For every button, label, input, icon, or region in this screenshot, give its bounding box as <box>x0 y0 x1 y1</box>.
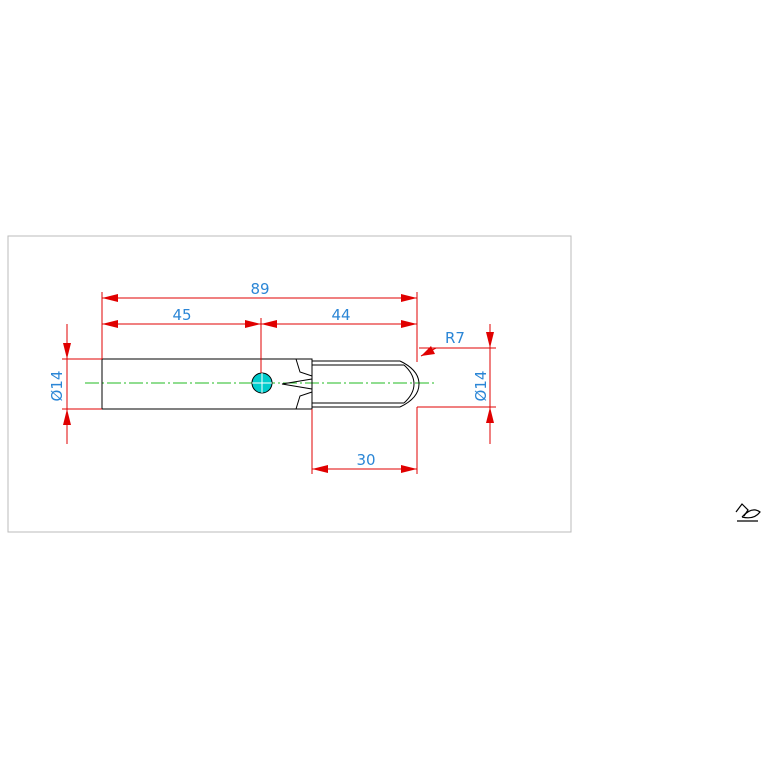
ucs-icon <box>735 503 761 522</box>
notch-upper <box>295 358 313 377</box>
dim-text-overall: 89 <box>250 280 269 298</box>
snap-marker[interactable] <box>251 372 273 394</box>
left-cylinder <box>101 358 313 410</box>
viewport-frame <box>7 235 572 533</box>
rounded-tip <box>399 360 420 408</box>
dim-text-left: 45 <box>172 306 191 324</box>
notch-lower <box>295 391 313 410</box>
rounded-tip-inner <box>403 364 415 404</box>
dim-text-left-diameter: Ø14 <box>48 371 66 402</box>
dim-text-radius: R7 <box>445 329 465 347</box>
dim-text-right: 44 <box>331 306 350 324</box>
dim-text-bottom: 30 <box>356 451 375 469</box>
notch-middle <box>281 378 313 390</box>
dim-text-right-diameter: Ø14 <box>472 371 490 402</box>
part-outline <box>101 358 420 410</box>
dimension-arrows <box>63 294 494 473</box>
